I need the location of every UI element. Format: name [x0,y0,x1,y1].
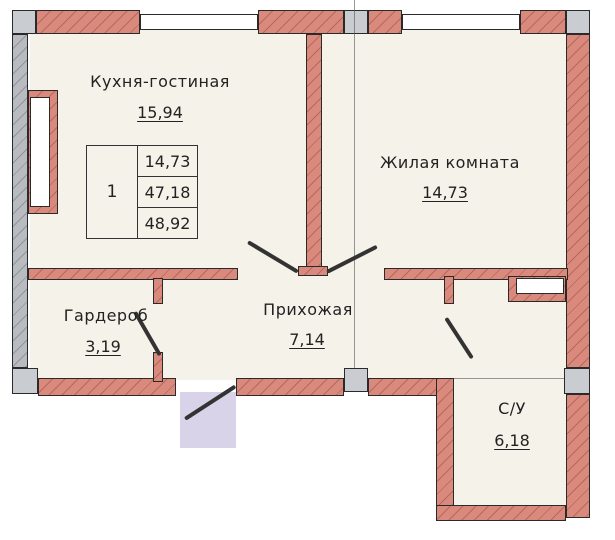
room-name-bathroom: С/У [498,399,526,418]
room-name-living: Жилая комната [380,153,520,172]
column-bottom-left [12,368,38,394]
wall-bottom-mid [236,378,344,396]
guide-line-vertical [354,0,355,368]
apartment-summary-table: 1 14,73 47,18 48,92 [86,145,198,239]
column-bottom-mid [344,368,368,392]
column-top-left [12,10,36,34]
wall-top-left [36,10,140,34]
room-wardrobe [30,280,158,380]
wall-right [566,34,590,368]
room-name-wardrobe: Гардероб [63,306,149,325]
rooms-count: 1 [87,146,138,238]
wall-top-mid [258,10,344,34]
window-top-left [140,14,258,30]
room-living [320,28,572,270]
room-area-wardrobe: 3,19 [85,337,121,356]
window-left [30,97,50,207]
wall-bathroom-bottom [436,505,566,521]
total-area-value: 47,18 [138,177,197,208]
wall-top-right [520,10,566,34]
room-area-kitchen-living: 15,94 [137,103,183,122]
room-name-kitchen-living: Кухня-гостиная [90,72,230,91]
room-bathroom [454,270,572,517]
vent-shaft [516,278,564,294]
wall-wardrobe-lower [153,352,163,382]
wall-interior-vertical [306,34,322,270]
wall-kitchen-hall [28,268,238,280]
guide-line-horizontal [454,378,564,379]
total-area-with-balcony-value: 48,92 [144,213,191,233]
wall-left [12,34,28,368]
wall-bottom-left [38,378,176,396]
window-top-right [402,14,520,30]
wall-right-lower [566,394,590,518]
wall-bath-stub [444,276,454,304]
room-kitchen-living [30,28,308,270]
living-area-value: 14,73 [138,146,197,177]
room-area-hallway: 7,14 [289,330,325,349]
room-name-hallway: Прихожая [263,300,353,319]
column-right-mid [564,368,590,394]
wall-door-stub [298,266,328,276]
room-area-living: 14,73 [422,183,468,202]
column-top-mid [344,10,368,34]
wall-bathroom-left [436,378,454,518]
room-hallway [158,270,454,380]
wall-top-mid2 [368,10,402,34]
column-top-right [566,10,590,34]
wall-wardrobe-stub [153,278,163,304]
room-area-bathroom: 6,18 [494,431,530,450]
